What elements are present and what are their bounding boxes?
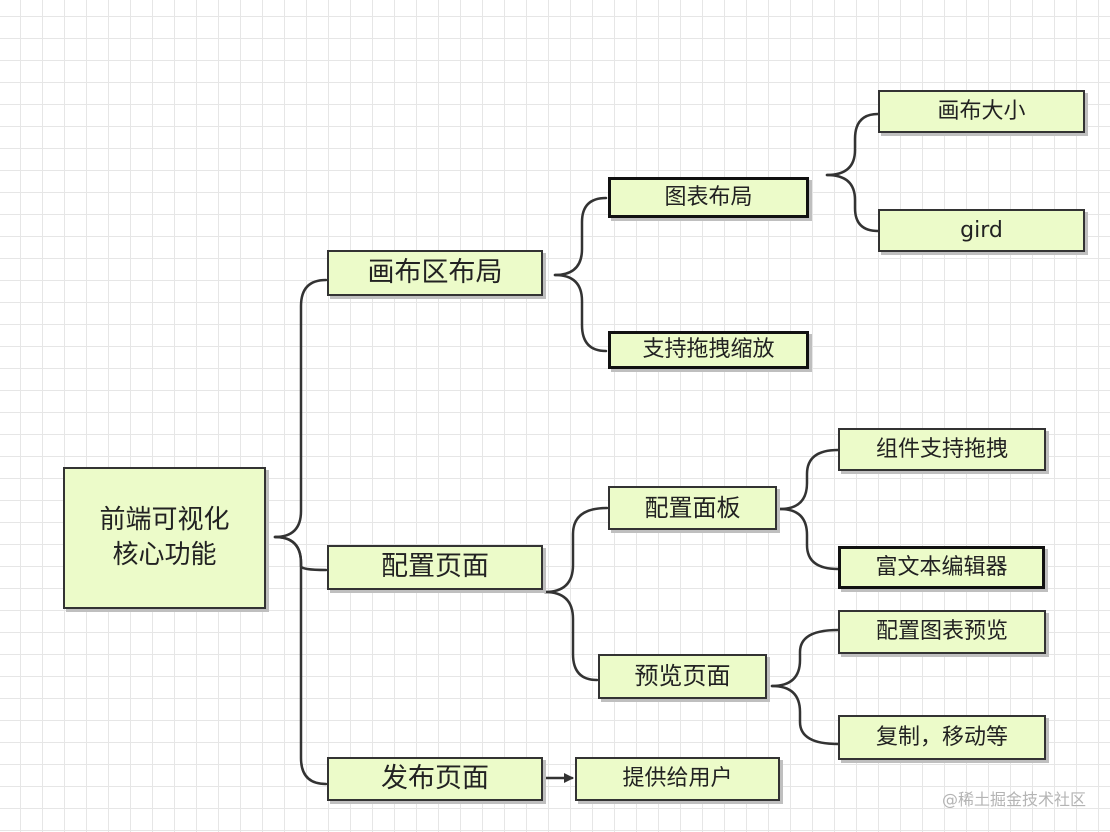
node-rich-text-editor: 富文本编辑器 <box>838 546 1045 589</box>
node-provide-users: 提供给用户 <box>575 757 780 801</box>
brace-preview-page-bottom <box>770 684 840 746</box>
brace-config-page-bottom <box>543 590 599 682</box>
brace-config-panel-bottom <box>778 507 840 571</box>
brace-chart-layout <box>825 112 880 177</box>
root-title-line1: 前端可视化 <box>99 504 230 535</box>
brace-preview-page <box>770 628 840 688</box>
brace-config-panel <box>778 448 840 511</box>
node-preview-page: 预览页面 <box>598 654 767 699</box>
watermark-text: @稀土掘金技术社区 <box>941 790 1086 809</box>
node-canvas-size: 画布大小 <box>878 90 1085 133</box>
node-config-panel: 配置面板 <box>608 486 777 530</box>
brace-canvas-layout <box>553 196 608 277</box>
node-gird: gird <box>878 209 1085 252</box>
node-copy-move: 复制，移动等 <box>838 715 1046 760</box>
brace-chart-layout-bottom <box>825 173 880 233</box>
brace-root <box>273 278 328 539</box>
brace-canvas-layout-bottom <box>553 273 608 353</box>
root-node: 前端可视化 核心功能 <box>63 467 266 609</box>
root-title-line2: 核心功能 <box>112 540 217 570</box>
brace-config-page <box>543 506 609 594</box>
node-chart-layout: 图表布局 <box>608 177 809 218</box>
node-config-page: 配置页面 <box>327 545 543 590</box>
brace-root-bottom <box>273 535 328 786</box>
node-config-chart-preview: 配置图表预览 <box>838 610 1046 654</box>
node-drag-zoom: 支持拖拽缩放 <box>608 331 809 369</box>
node-publish-page: 发布页面 <box>327 757 543 801</box>
node-canvas-layout: 画布区布局 <box>327 250 543 296</box>
node-component-drag: 组件支持拖拽 <box>838 428 1046 471</box>
